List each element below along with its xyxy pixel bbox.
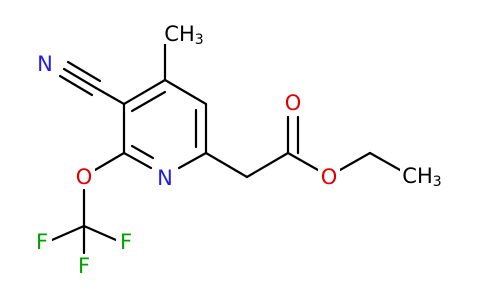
bonds xyxy=(50,42,402,255)
fluorine-bottom-label: F xyxy=(74,254,94,278)
bond-ester-o-ch2 xyxy=(338,151,372,172)
ch3-ethyl-sub: 3 xyxy=(433,174,442,190)
ch3-top-ch: CH xyxy=(164,22,194,46)
bond-cf3-f-right xyxy=(82,224,118,242)
bond-c6-ch2 xyxy=(204,151,249,179)
methyl-label-ethyl: CH3 xyxy=(400,163,444,190)
fluorine-right-label: F xyxy=(116,230,136,254)
bond-cn-triple-3 xyxy=(58,74,94,97)
fluorine-left-label: F xyxy=(32,230,52,254)
ch3-ethyl-text: CH3 xyxy=(402,164,441,190)
bond-ch2-carbonyl xyxy=(245,151,290,179)
carbonyl-o-label: O xyxy=(282,91,304,115)
bond-c6-n1 xyxy=(177,151,208,170)
bond-ch2-ch3 xyxy=(368,151,402,172)
ester-o-label: O xyxy=(318,165,340,189)
methyl-label-top: CH3 xyxy=(160,22,204,48)
f-bottom-text: F xyxy=(78,254,90,278)
ring-n-label: N xyxy=(154,166,176,190)
bond-c3-c4-inner xyxy=(130,90,167,113)
bond-cn-triple-2 xyxy=(66,60,102,83)
ch3-ethyl-ch: CH xyxy=(402,164,432,188)
bond-n1-c2-inner xyxy=(130,144,155,160)
bond-cn-triple-1 xyxy=(62,67,98,90)
nitrile-n-text: N xyxy=(37,52,53,76)
bond-n1-c2 xyxy=(122,151,153,170)
bond-c3-cn xyxy=(94,86,126,106)
carbonyl-o-text: O xyxy=(285,91,302,115)
bond-c4-c5 xyxy=(163,78,208,106)
ch3-top-sub: 3 xyxy=(195,32,204,48)
f-right-text: F xyxy=(120,230,132,254)
ch3-top-text: CH3 xyxy=(164,22,203,48)
f-left-text: F xyxy=(36,230,48,254)
bond-c2-o xyxy=(93,151,126,172)
ring-n-text: N xyxy=(157,166,173,190)
ether-o-label: O xyxy=(73,165,95,189)
nitrile-n-label: N xyxy=(34,52,56,76)
atom-labels: CH3 N N O F F F O xyxy=(32,22,444,278)
ether-o-text: O xyxy=(76,165,93,189)
bond-c3-c4 xyxy=(122,78,167,106)
bond-cf3-f-left xyxy=(50,224,86,242)
bond-carbonyl-ester-o xyxy=(286,151,320,172)
ester-o-text: O xyxy=(321,165,338,189)
